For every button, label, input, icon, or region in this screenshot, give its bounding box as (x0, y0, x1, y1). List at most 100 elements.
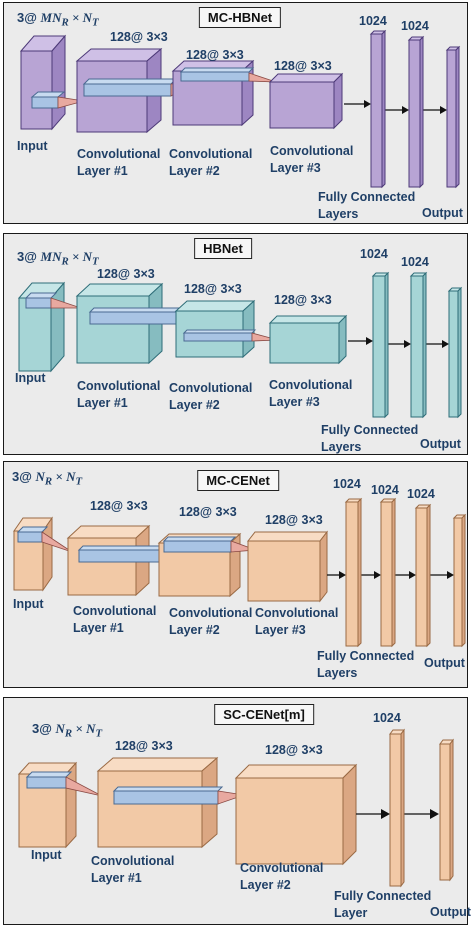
dims-subscript: T (95, 727, 103, 740)
conv-layer-3-spec: 128@ 3×3 (265, 513, 323, 527)
conv-layer-1-label: Convolutional Layer #1 (91, 854, 175, 885)
fc-layer-2-size: 1024 (401, 19, 429, 33)
output-label: Output (430, 905, 471, 919)
output-label: Output (420, 437, 461, 451)
dims-subscript: R (61, 255, 69, 268)
conv-layer-1-block (75, 282, 164, 365)
output-label: Output (422, 206, 463, 220)
conv-layer-3-spec: 128@ 3×3 (274, 59, 332, 73)
fc-layer-1 (344, 497, 363, 648)
conv-layer-2-kernel (182, 329, 257, 342)
dims-symbol: N (55, 721, 65, 736)
panel-sc-cenet: SC-CENet[m] 3@ NR × NT 128@ 3×3 128@ 3×3… (3, 697, 471, 925)
hbnet-diagram (17, 271, 463, 419)
conv-layer-1-spec: 128@ 3×3 (90, 499, 148, 513)
panel-hbnet: HBNet 3@ MNR × NT 128@ 3×3 128@ 3×3 128@… (3, 233, 468, 455)
fc-layer-2 (407, 35, 425, 189)
conv-layer-2-block (234, 763, 358, 866)
dims-prefix: 3@ (17, 249, 41, 264)
dims-subscript: T (75, 475, 83, 488)
conv-layer-1-block (96, 756, 219, 849)
output-layer (452, 513, 467, 648)
fc-layer-1 (389, 728, 405, 888)
conv-layer-2-block (174, 299, 256, 359)
panel-mc-hbnet: MC-HBNet 3@ MNR × NT 128@ 3×3 128@ 3×3 1… (3, 2, 468, 224)
conv-layer-1-spec: 128@ 3×3 (97, 267, 155, 281)
conv-layer-1-label: Convolutional Layer #1 (77, 147, 161, 178)
conv-layer-2-kernel (162, 536, 237, 553)
fc-layer-2 (379, 497, 397, 648)
conv-layer-1-kernel (112, 786, 224, 805)
conv-layer-3-block (268, 314, 348, 365)
panel-title: HBNet (194, 238, 252, 259)
dims-symbol: MN (40, 249, 62, 264)
input-label: Input (31, 848, 62, 862)
input-dimensions: 3@ MNR × NT (17, 248, 99, 271)
projection-cone (57, 96, 85, 109)
output-layer (439, 738, 454, 882)
mc-hbnet-diagram (19, 29, 461, 189)
fc-layer-3-size: 1024 (407, 487, 435, 501)
dims-subscript: T (92, 16, 99, 29)
fc-layer-3 (414, 503, 432, 648)
panel-mc-cenet: MC-CENet 3@ NR × NT 128@ 3×3 128@ 3×3 12… (3, 461, 468, 688)
conv-layer-1-spec: 128@ 3×3 (110, 30, 168, 44)
input-dimensions: 3@ MNR × NT (17, 9, 99, 32)
conv-layer-2-spec: 128@ 3×3 (184, 282, 242, 296)
projection-cone (248, 72, 277, 83)
sc-cenet-diagram (17, 728, 454, 888)
dims-symbol: MN (40, 10, 62, 25)
input-label: Input (17, 139, 48, 153)
input-label: Input (13, 597, 44, 611)
fc-layer-1 (369, 29, 387, 189)
conv-layer-1-kernel (82, 78, 178, 97)
dims-subscript: R (64, 727, 73, 740)
conv-layer-2-label: Convolutional Layer #2 (169, 381, 253, 412)
dims-symbol: × N (68, 10, 93, 25)
fc-layer-2-size: 1024 (371, 483, 399, 497)
conv-layer-1-kernel (88, 307, 182, 325)
panel-title: MC-CENet (197, 470, 279, 491)
input-label: Input (15, 371, 46, 385)
conv-layer-3-block (268, 72, 344, 130)
fc-layers-label: Fully Connected Layers (318, 190, 416, 221)
output-layer (447, 286, 463, 419)
input-kernel (25, 771, 73, 789)
panel-title: SC-CENet[m] (214, 704, 314, 725)
conv-layer-2-label: Convolutional Layer #2 (169, 606, 253, 637)
fc-layer-2-size: 1024 (401, 255, 429, 269)
input-dimensions: 3@ NR × NT (12, 468, 82, 491)
conv-layer-3-spec: 128@ 3×3 (274, 293, 332, 307)
mc-cenet-diagram (13, 497, 467, 648)
conv-layer-3-block (246, 530, 329, 603)
fc-layer-1-size: 1024 (333, 477, 361, 491)
fc-layer-2 (409, 271, 428, 419)
conv-layer-2-kernel (179, 67, 255, 82)
conv-layer-1-kernel (77, 545, 166, 563)
fc-layer-1-size: 1024 (360, 247, 388, 261)
input-block (19, 34, 67, 131)
output-layer (445, 45, 461, 189)
conv-layer-1-label: Convolutional Layer #1 (73, 604, 157, 635)
flow-arrow (348, 337, 449, 348)
projection-cone (65, 776, 103, 797)
dims-symbol: × N (68, 249, 93, 264)
conv-layer-2-label: Convolutional Layer #2 (240, 861, 324, 892)
conv-layer-3-label: Convolutional Layer #3 (270, 144, 354, 175)
fc-layers-label: Fully Connected Layers (317, 649, 415, 680)
dims-symbol: × N (52, 469, 76, 484)
panel-title: MC-HBNet (198, 7, 282, 28)
input-kernel (24, 292, 58, 309)
flow-arrow (344, 100, 447, 114)
dims-symbol: N (35, 469, 45, 484)
input-dimensions: 3@ NR × NT (32, 720, 102, 743)
dims-prefix: 3@ (12, 469, 36, 484)
fc-layers-label: Fully Connected Layers (321, 423, 419, 454)
conv-layer-3-label: Convolutional Layer #3 (255, 606, 339, 637)
projection-cone (50, 297, 82, 309)
dims-subscript: R (61, 16, 69, 29)
fc-layer-1-size: 1024 (359, 14, 387, 28)
flow-arrow (327, 571, 454, 579)
fc-layer-1 (371, 271, 390, 419)
flow-arrow (356, 809, 439, 819)
